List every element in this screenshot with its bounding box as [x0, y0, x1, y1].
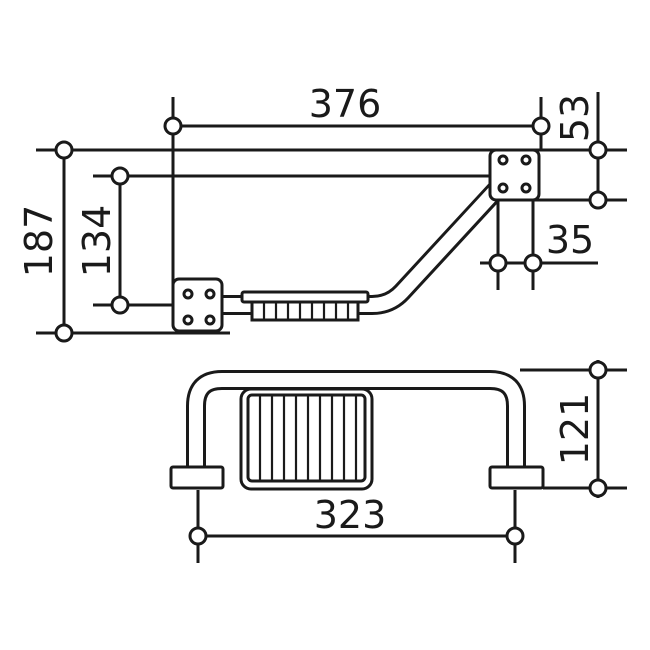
dim-dot	[54, 140, 74, 160]
grab-bar-plan-tube-inner	[189, 373, 523, 472]
soap-basket-side	[240, 290, 370, 322]
dim-label-323: 323	[314, 493, 387, 537]
dim-label-35: 35	[546, 218, 594, 262]
dim-dot	[588, 360, 608, 380]
dim-label-376: 376	[309, 82, 382, 126]
plan-wall-plate-right	[488, 465, 545, 490]
wall-plate-lower	[171, 277, 224, 333]
dim-dot	[163, 116, 183, 136]
grab-bar-tube-inner	[222, 185, 502, 312]
side-view: 376 53 187 134 35	[17, 82, 627, 343]
dim-label-121: 121	[553, 393, 597, 466]
dim-label-53: 53	[553, 94, 597, 142]
dim-dot	[188, 526, 208, 546]
grab-bar-tube	[220, 181, 506, 315]
dim-label-187: 187	[17, 205, 61, 278]
dim-dot	[588, 140, 608, 160]
dim-dot	[588, 478, 608, 498]
plan-view: 323 121	[169, 360, 627, 563]
dim-dot	[531, 116, 551, 136]
wall-plate-upper	[488, 148, 541, 202]
soap-basket-plan	[239, 387, 374, 491]
dim-dot	[523, 253, 543, 273]
dim-dot	[588, 190, 608, 210]
dim-dot	[110, 295, 130, 315]
dim-dot	[505, 526, 525, 546]
dim-dot	[488, 253, 508, 273]
dim-dot	[54, 323, 74, 343]
plan-wall-plate-left	[169, 465, 225, 490]
dim-label-134: 134	[75, 205, 119, 278]
dim-dot	[110, 166, 130, 186]
